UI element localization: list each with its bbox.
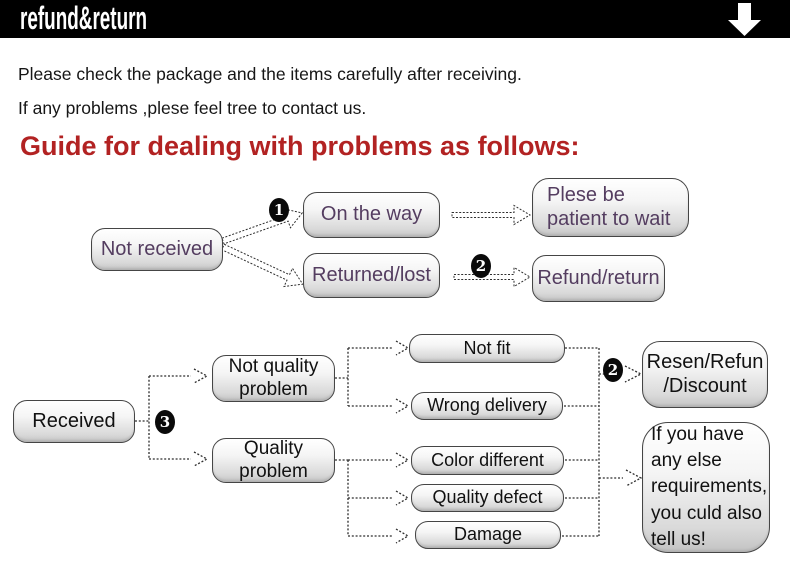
node-not-received: Not received: [91, 228, 223, 271]
node-wrong-delivery: Wrong delivery: [411, 392, 563, 420]
down-arrow-icon: [728, 3, 761, 36]
node-on-the-way: On the way: [303, 192, 440, 238]
arrow-on-the-way-to-patient: [451, 204, 531, 226]
node-resen-refund-discount: Resen/Refun /Discount: [642, 341, 768, 408]
node-not-fit: Not fit: [409, 334, 565, 363]
node-damage: Damage: [415, 521, 561, 549]
arrow-not-received-to-returned-lost: [221, 243, 304, 288]
node-not-quality-problem: Not quality problem: [212, 355, 335, 402]
node-color-different: Color different: [411, 446, 564, 475]
node-other-requirements: If you have any else requirements, you c…: [642, 422, 770, 553]
node-returned-lost: Returned/lost: [303, 253, 440, 298]
guide-heading: Guide for dealing with problems as follo…: [20, 131, 580, 161]
connector-results-rail: [562, 347, 643, 537]
badge-2-flow1: 2: [471, 254, 491, 278]
badge-3: 3: [155, 410, 175, 434]
arrow-not-received-to-on-the-way: [221, 208, 304, 245]
arrow-returned-lost-to-refund: [453, 266, 531, 288]
banner-title: refund&return: [20, 1, 148, 37]
connector-not-quality-branches: [335, 340, 410, 414]
node-received: Received: [13, 400, 135, 443]
intro-line-1: Please check the package and the items c…: [18, 64, 522, 84]
badge-2-flow2: 2: [603, 358, 623, 382]
banner: refund&return: [0, 0, 790, 38]
connector-quality-branches: [335, 452, 410, 544]
node-refund-return: Refund/return: [532, 255, 665, 302]
node-patient-wait: Plese be patient to wait: [532, 178, 689, 237]
node-quality-problem: Quality problem: [212, 438, 335, 483]
intro-line-2: If any problems ,plese feel tree to cont…: [18, 98, 367, 118]
badge-1: 1: [269, 198, 289, 222]
node-quality-defect: Quality defect: [411, 484, 564, 512]
